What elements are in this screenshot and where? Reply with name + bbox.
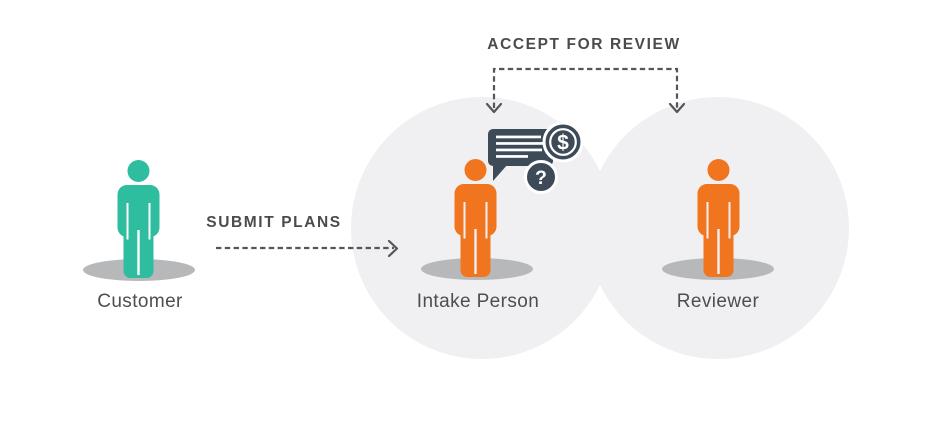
svg-text:?: ?: [535, 167, 547, 189]
customer-label: Customer: [97, 291, 183, 312]
intake-icons: $ ?: [488, 121, 584, 194]
intake-person-icon: [454, 159, 497, 277]
submit-plans-label: SUBMIT PLANS: [206, 214, 342, 231]
question-icon: ?: [524, 160, 558, 194]
svg-text:$: $: [557, 132, 569, 155]
reviewer-person-icon: [697, 159, 740, 277]
chat-bubble-icon: [488, 129, 553, 181]
customer-person-icon: [117, 160, 160, 278]
dollar-icon: $: [542, 121, 584, 163]
intake-person-label: Intake Person: [416, 291, 540, 312]
accept-for-review-label: ACCEPT FOR REVIEW: [487, 36, 681, 53]
reviewer-label: Reviewer: [676, 291, 760, 312]
